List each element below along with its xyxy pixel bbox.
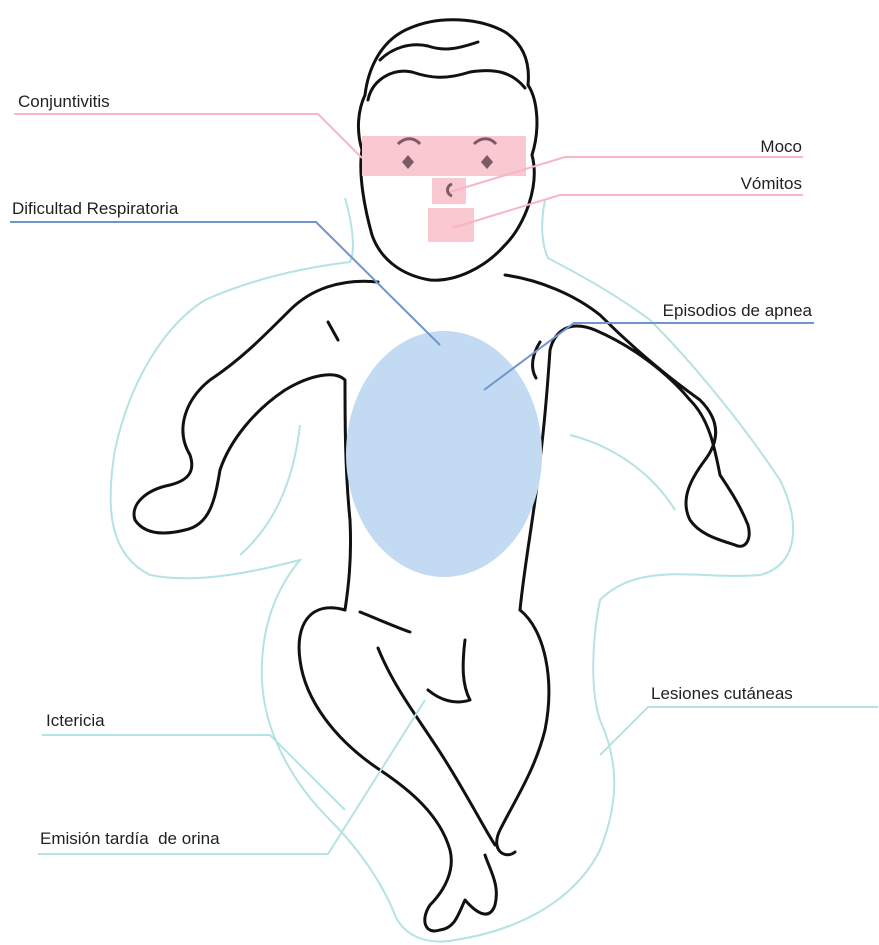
mouth-area <box>428 208 474 242</box>
eye-band-area <box>362 136 526 176</box>
label-dificultad-respiratoria: Dificultad Respiratoria <box>12 199 178 219</box>
right-arm-outline <box>505 275 749 610</box>
leader-line-ictericia <box>42 735 345 810</box>
label-vomitos: Vómitos <box>680 174 802 194</box>
hair-outline <box>368 71 525 100</box>
skin-halo-inner <box>240 425 300 555</box>
left-leg-outline <box>299 608 496 931</box>
right-shoulder-mark <box>533 342 540 378</box>
hip-line <box>360 612 410 632</box>
label-moco: Moco <box>700 137 802 157</box>
label-ictericia: Ictericia <box>46 711 105 731</box>
right-leg-outline <box>497 610 549 855</box>
leader-line-vomitos <box>452 195 803 228</box>
leader-line-conjuntivitis <box>14 114 362 158</box>
left-shoulder-mark <box>328 322 338 340</box>
groin-outline <box>428 640 470 702</box>
label-lesiones-cutaneas: Lesiones cutáneas <box>651 684 793 704</box>
label-conjuntivitis: Conjuntivitis <box>18 92 110 112</box>
hair-curl <box>380 42 478 60</box>
label-emision-tardia-orina: Emisión tardía de orina <box>40 829 220 849</box>
label-episodios-apnea: Episodios de apnea <box>580 301 812 321</box>
skin-halo-inner-right <box>570 435 675 510</box>
leader-line-lesiones <box>600 707 878 755</box>
